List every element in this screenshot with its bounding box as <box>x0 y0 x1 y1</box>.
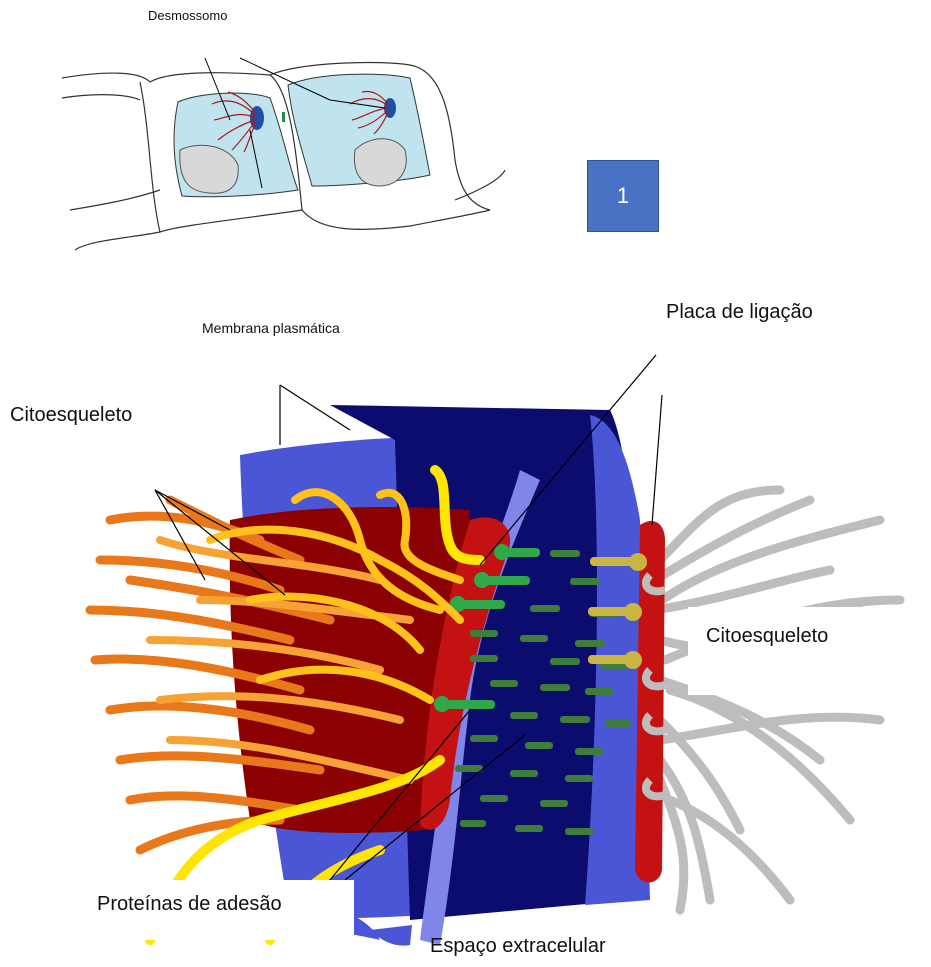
label-citoesqueleto-right: Citoesqueleto <box>706 625 828 648</box>
label-proteinas-de-adesao: Proteínas de adesão <box>97 893 282 916</box>
label-placa-de-ligacao: Placa de ligação <box>666 301 813 324</box>
label-citoesqueleto-left: Citoesqueleto <box>10 404 132 427</box>
label-bg-citoesqueleto-right <box>688 607 906 695</box>
label-membrana-plasmatica: Membrana plasmática <box>202 320 340 336</box>
cytoskeleton-right-filaments <box>655 490 900 910</box>
label-espaco-extracelular: Espaço extracelular <box>430 935 606 958</box>
